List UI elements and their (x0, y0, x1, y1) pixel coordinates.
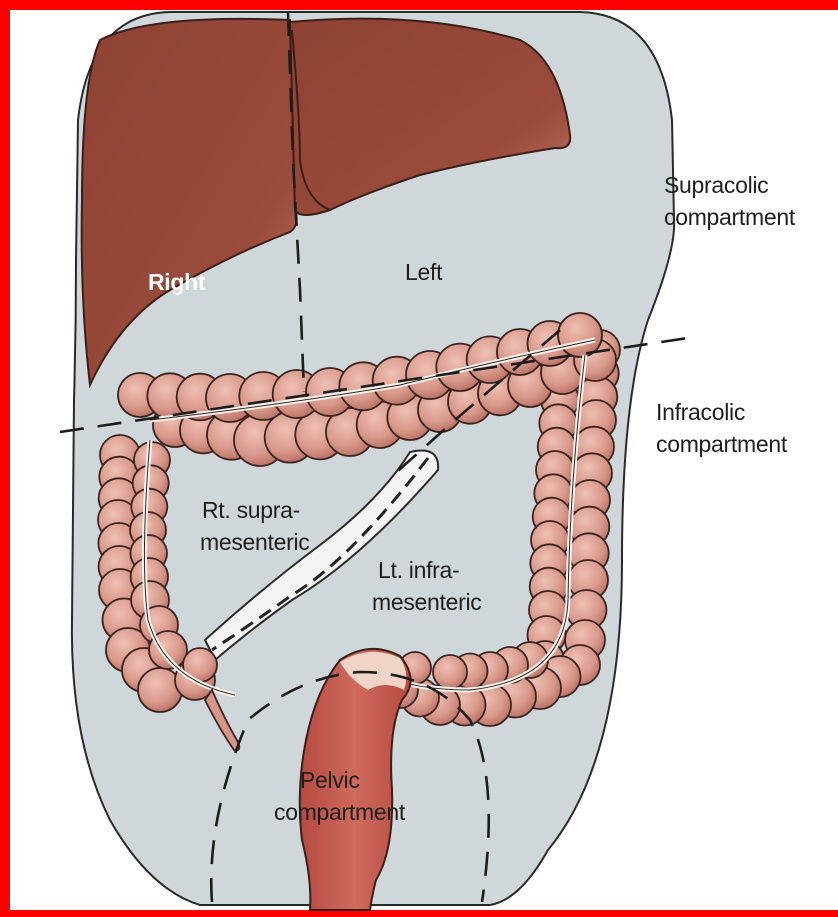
label-infracolic-2: compartment (656, 431, 788, 457)
label-right: Right (148, 269, 206, 295)
label-supracolic-2: compartment (664, 204, 796, 230)
label-rt-supramesenteric-1: Rt. supra- (202, 497, 300, 523)
colon-haustrum (558, 313, 602, 357)
label-supracolic-1: Supracolic (664, 172, 768, 198)
label-pelvic-1: Pelvic (300, 767, 360, 793)
label-pelvic-2: compartment (274, 799, 406, 825)
label-rt-supramesenteric-2: mesenteric (200, 529, 310, 555)
label-infracolic-1: Infracolic (656, 399, 745, 425)
label-lt-inframesenteric-2: mesenteric (372, 589, 482, 615)
label-left: Left (405, 259, 443, 285)
label-lt-inframesenteric-1: Lt. infra- (378, 557, 459, 583)
colon-haustrum (433, 655, 467, 689)
